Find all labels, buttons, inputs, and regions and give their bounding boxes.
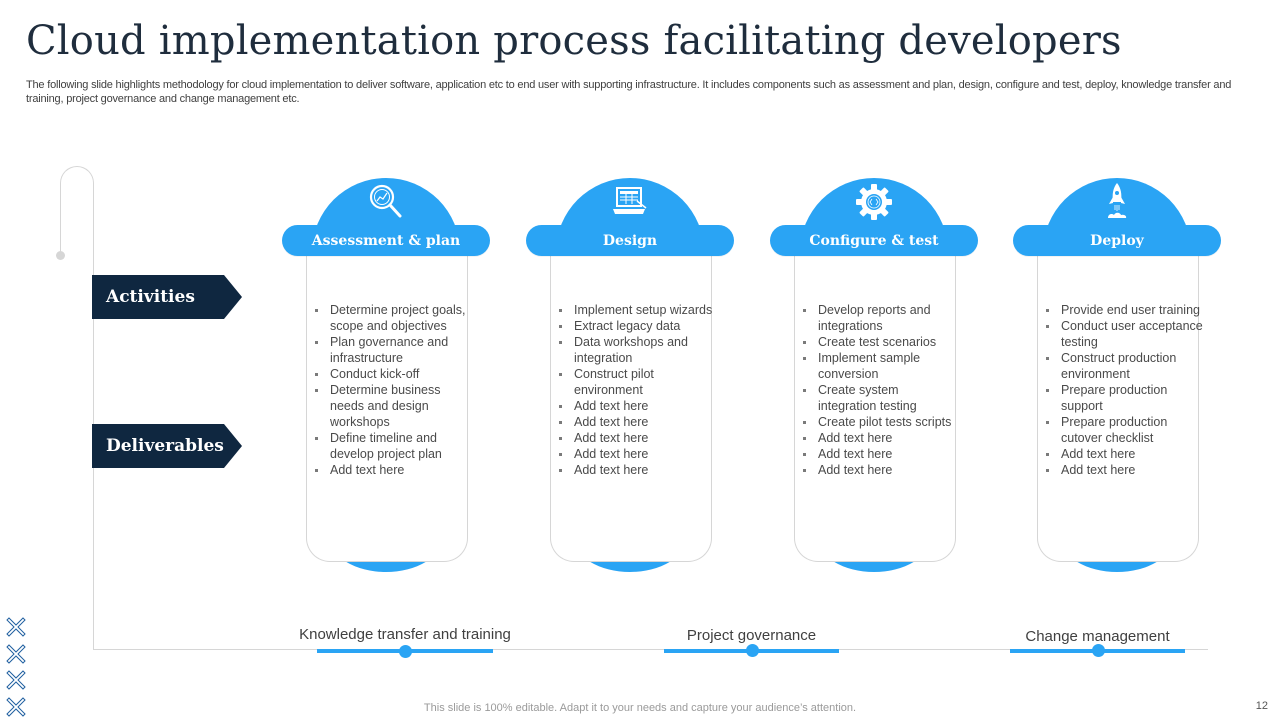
- list-item: Extract legacy data: [556, 318, 716, 334]
- gear-code-icon: [854, 182, 894, 222]
- row-label-activities-text: Activities: [106, 287, 195, 307]
- phase-item-list: Develop reports and integrations Create …: [800, 302, 960, 478]
- list-item: Data workshops and integration: [556, 334, 716, 366]
- list-item: Add text here: [1043, 446, 1203, 462]
- list-item: Add text here: [800, 462, 960, 478]
- phase-title-pill: Assessment & plan: [282, 225, 490, 256]
- list-item: Conduct kick-off: [312, 366, 472, 382]
- decorative-x-marks: [6, 616, 26, 720]
- connector-curve: [60, 166, 94, 256]
- phase-title: Assessment & plan: [311, 232, 461, 249]
- list-item: Add text here: [556, 414, 716, 430]
- list-item: Conduct user acceptance testing: [1043, 318, 1203, 350]
- page-title: Cloud implementation process facilitatin…: [26, 18, 1122, 64]
- track-marker-dot: [399, 645, 412, 658]
- phase-card: [550, 238, 712, 562]
- list-item: Create test scenarios: [800, 334, 960, 350]
- phase-item-list: Implement setup wizards Extract legacy d…: [556, 302, 716, 478]
- phase-column-deploy: Deploy Provide end user training Conduct…: [1013, 178, 1221, 578]
- connector-horizontal-line: [93, 649, 1208, 650]
- track-knowledge-transfer: Knowledge transfer and training: [299, 626, 511, 658]
- x-mark-icon: [6, 696, 26, 717]
- list-item: Create pilot tests scripts: [800, 414, 960, 430]
- laptop-design-icon: [610, 182, 650, 222]
- list-item: Construct production environment: [1043, 350, 1203, 382]
- list-item: Add text here: [556, 462, 716, 478]
- list-item: Construct pilot environment: [556, 366, 716, 398]
- list-item: Implement sample conversion: [800, 350, 960, 382]
- list-item: Add text here: [1043, 462, 1203, 478]
- phase-title-pill: Deploy: [1013, 225, 1221, 256]
- list-item: Add text here: [556, 446, 716, 462]
- phase-title-pill: Design: [526, 225, 734, 256]
- track-project-governance: Project governance: [664, 627, 839, 657]
- phase-item-list: Determine project goals, scope and objec…: [312, 302, 472, 478]
- phase-title: Configure & test: [809, 232, 939, 249]
- track-label: Knowledge transfer and training: [299, 626, 511, 643]
- phase-title: Design: [602, 232, 658, 249]
- phase-card: [1037, 238, 1199, 562]
- list-item: Determine business needs and design work…: [312, 382, 472, 430]
- list-item: Plan governance and infrastructure: [312, 334, 472, 366]
- list-item: Add text here: [312, 462, 472, 478]
- row-label-activities: Activities: [92, 275, 242, 319]
- x-mark-icon: [6, 670, 26, 690]
- list-item: Determine project goals, scope and objec…: [312, 302, 472, 334]
- list-item: Create system integration testing: [800, 382, 960, 414]
- footer-note: This slide is 100% editable. Adapt it to…: [423, 702, 857, 714]
- list-item: Prepare production cutover checklist: [1043, 414, 1203, 446]
- phase-title-pill: Configure & test: [770, 225, 978, 256]
- connector-dot: [56, 251, 65, 260]
- phase-title: Deploy: [1090, 232, 1144, 249]
- list-item: Add text here: [556, 398, 716, 414]
- list-item: Add text here: [800, 446, 960, 462]
- list-item: Implement setup wizards: [556, 302, 716, 318]
- phase-column-design: Design Implement setup wizards Extract l…: [526, 178, 734, 578]
- x-mark-icon: [6, 643, 26, 664]
- list-item: Develop reports and integrations: [800, 302, 960, 334]
- phase-card: [794, 238, 956, 562]
- track-marker-dot: [745, 644, 759, 657]
- phase-card: [306, 238, 468, 562]
- phase-column-configure: Configure & test Develop reports and int…: [770, 178, 978, 578]
- track-change-management: Change management: [1010, 628, 1185, 658]
- list-item: Define timeline and develop project plan: [312, 430, 472, 462]
- phase-item-list: Provide end user training Conduct user a…: [1043, 302, 1203, 478]
- list-item: Prepare production support: [1043, 382, 1203, 414]
- list-item: Provide end user training: [1043, 302, 1203, 318]
- list-item: Add text here: [800, 430, 960, 446]
- track-marker-dot: [1091, 644, 1105, 657]
- list-item: Add text here: [556, 430, 716, 446]
- phase-column-assessment: Assessment & plan Determine project goal…: [282, 178, 490, 578]
- row-label-deliverables-text: Deliverables: [106, 436, 224, 456]
- rocket-icon: [1097, 182, 1137, 222]
- track-label: Change management: [1025, 628, 1170, 645]
- magnifier-chart-icon: [366, 182, 406, 222]
- track-label: Project governance: [686, 627, 817, 644]
- page-number: 12: [1255, 700, 1268, 712]
- row-label-deliverables: Deliverables: [92, 424, 242, 468]
- page-subtitle: The following slide highlights methodolo…: [26, 79, 1232, 105]
- x-mark-icon: [6, 617, 26, 637]
